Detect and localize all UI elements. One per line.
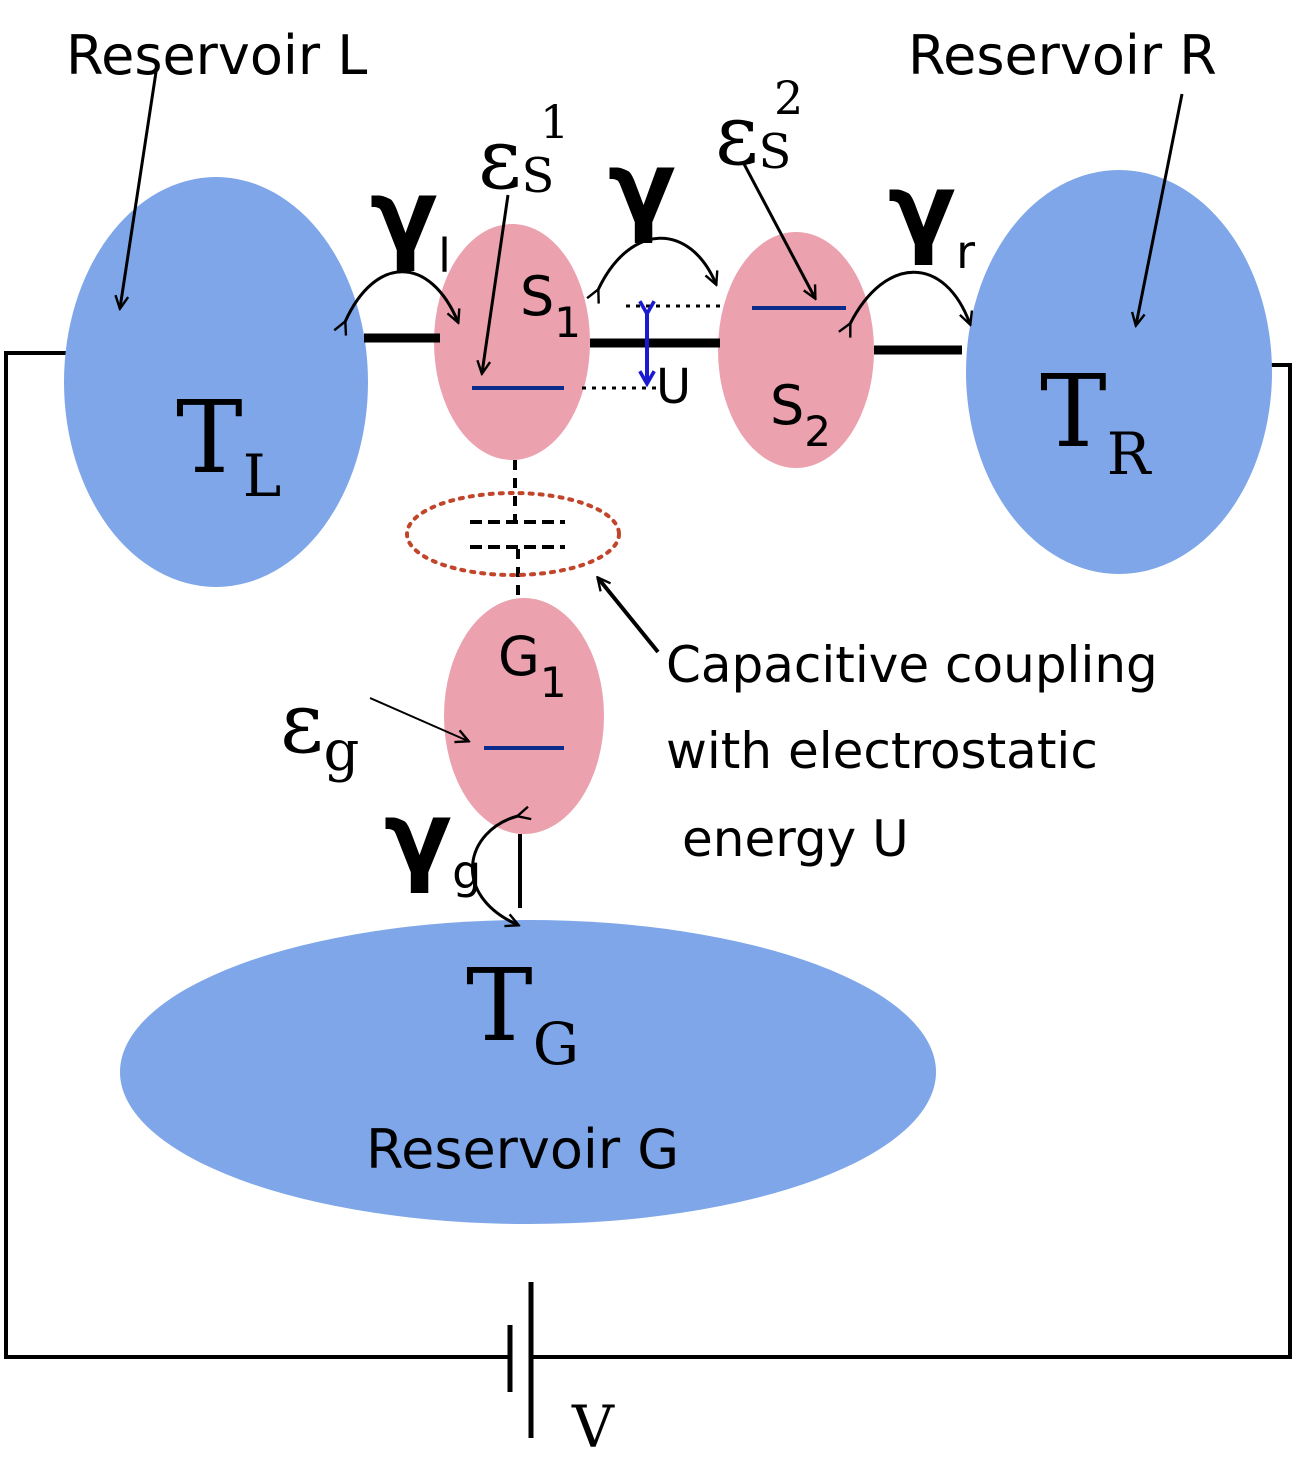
epsilon-s2-sup: 2 [774,71,803,125]
capacitive-caption-line1: Capacitive coupling [666,636,1158,694]
arrow-reservoir-r [1136,93,1184,325]
epsilon-g-label: εg [280,674,359,784]
epsilon-s2-label: εS [715,86,791,184]
gamma-arrow [598,236,716,290]
arrow-capacitive [598,578,660,654]
dot-g1-label: G1 [498,625,567,707]
arrow-eps-s1 [482,194,510,373]
reservoir-r [966,170,1272,574]
temperature-l: TL [176,379,281,510]
capacitive-caption-line3: energy U [682,810,909,868]
voltage-label: V [571,1393,615,1461]
capacitive-caption-line2: with electrostatic [666,722,1098,780]
reservoir-g-label: Reservoir G [366,1118,679,1181]
temperature-g: TG [466,947,579,1078]
gamma-g-arrow [471,816,518,925]
reservoir-l-label: Reservoir L [66,24,367,87]
dot-s2-label: S2 [770,374,831,456]
dot-g1 [444,598,604,834]
battery-symbol [507,1282,534,1438]
epsilon-s1-label: εS [478,110,554,208]
arrow-reservoir-l [120,71,158,308]
gamma-l-label: γl [370,157,451,283]
capacitive-coupling-ellipse [405,491,621,577]
reservoir-l [64,177,368,587]
u-label: U [656,359,691,415]
arrow-eps-s2 [741,161,815,298]
gamma-l-arrow [345,270,458,322]
reservoir-r-label: Reservoir R [908,24,1217,87]
dot-s2 [718,232,874,468]
gamma-r-label: γr [888,151,975,279]
dot-s1-label: S1 [520,265,581,347]
level-guides [582,304,722,390]
gamma-label: γ [608,129,676,246]
epsilon-s1-sup: 1 [540,95,569,149]
temperature-r: TR [1040,353,1153,488]
capacitor-link [470,460,565,600]
gamma-g-label: γg [384,779,481,899]
pointer-arrows [120,71,1184,741]
reservoir-g [120,920,936,1224]
arrow-eps-g [369,697,468,741]
tunneling-arrows [345,236,970,925]
circuit-wire [4,351,1292,1359]
dot-s1 [434,224,590,460]
gamma-r-arrow [850,270,970,324]
